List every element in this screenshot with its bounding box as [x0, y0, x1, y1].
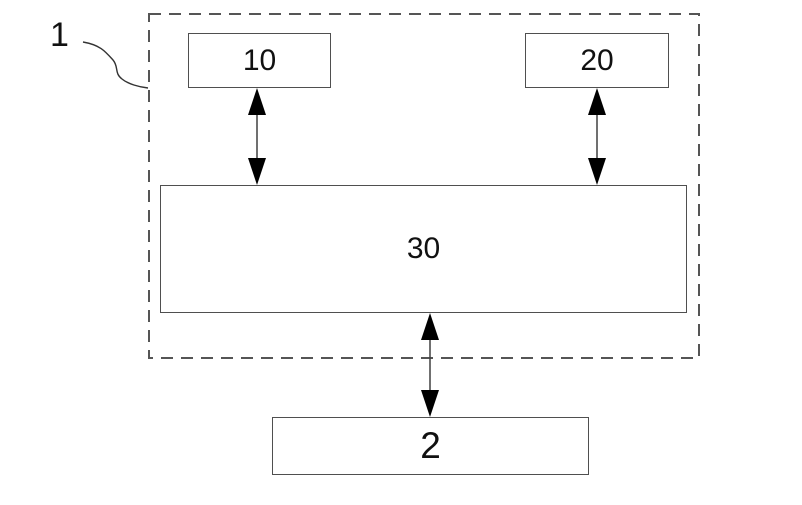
- node-box-10: 10: [188, 33, 331, 88]
- arrowhead-up-icon: [248, 88, 266, 115]
- node-label-20: 20: [580, 43, 614, 77]
- bidirectional-arrow-30-2: [421, 313, 439, 417]
- bidirectional-arrow-20-30: [588, 88, 606, 185]
- arrowhead-down-icon: [588, 158, 606, 185]
- arrowhead-down-icon: [421, 390, 439, 417]
- arrowhead-up-icon: [588, 88, 606, 115]
- node-label-2: 2: [420, 425, 441, 466]
- arrowhead-down-icon: [248, 158, 266, 185]
- node-box-30: 30: [160, 185, 687, 313]
- figure-label-1: 1: [50, 16, 69, 54]
- node-box-20: 20: [525, 33, 669, 88]
- node-label-10: 10: [242, 43, 277, 77]
- bidirectional-arrow-10-30: [248, 88, 266, 185]
- dashed-boundary: [148, 13, 700, 359]
- leader-line: [82, 41, 149, 89]
- node-box-2: 2: [272, 417, 589, 475]
- node-label-30: 30: [406, 232, 441, 265]
- arrowhead-up-icon: [421, 313, 439, 340]
